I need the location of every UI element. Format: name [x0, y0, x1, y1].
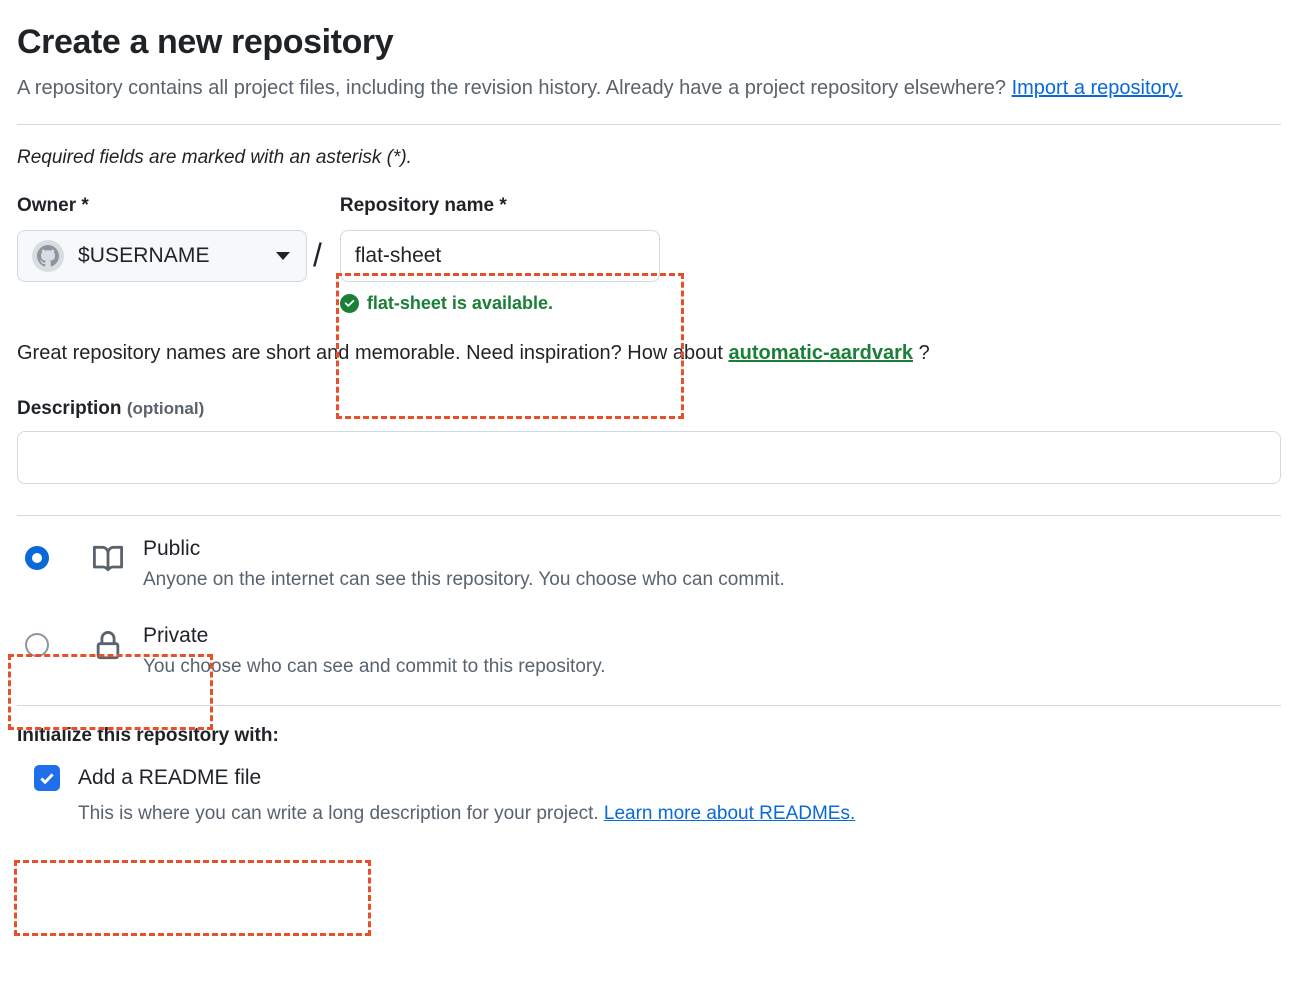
- owner-and-name-row: Owner * $USERNAME / Repository name * fl…: [17, 195, 1281, 314]
- divider-top: [17, 123, 1281, 125]
- availability-status: flat-sheet is available.: [339, 292, 658, 314]
- github-octocat-icon: [32, 239, 64, 272]
- inspiration-suffix: ?: [913, 341, 930, 364]
- repo-book-icon: [93, 544, 127, 579]
- learn-more-readmes-link[interactable]: Learn more about READMEs.: [603, 803, 856, 825]
- chevron-down-icon: [276, 251, 290, 260]
- checkbox-add-readme[interactable]: [34, 765, 60, 792]
- initialize-highlight: [14, 860, 371, 936]
- add-readme-row[interactable]: Add a README file: [17, 765, 1281, 792]
- radio-private[interactable]: [25, 632, 49, 657]
- repository-name-label: Repository name *: [339, 194, 507, 216]
- add-readme-description: This is where you can write a long descr…: [78, 803, 1281, 825]
- visibility-private-text: Private You choose who can see and commi…: [143, 623, 606, 680]
- visibility-private-description: You choose who can see and commit to thi…: [143, 655, 606, 677]
- repository-name-field-group: Repository name * flat-sheet is availabl…: [328, 194, 660, 314]
- add-readme-label: Add a README file: [78, 766, 262, 790]
- divider-bottom: [17, 705, 1281, 707]
- owner-name-separator: /: [313, 236, 322, 273]
- owner-dropdown-button[interactable]: $USERNAME: [17, 229, 307, 282]
- visibility-private-title: Private: [143, 623, 209, 647]
- name-inspiration-text: Great repository names are short and mem…: [17, 342, 1281, 365]
- repository-name-input[interactable]: [339, 229, 660, 282]
- divider-middle: [17, 514, 1281, 516]
- intro-text: A repository contains all project files,…: [17, 76, 1012, 99]
- description-label: Description (optional): [17, 398, 1281, 420]
- visibility-public-description: Anyone on the internet can see this repo…: [143, 568, 785, 590]
- visibility-option-private[interactable]: Private You choose who can see and commi…: [17, 617, 1281, 686]
- availability-text: flat-sheet is available.: [366, 292, 553, 313]
- description-input[interactable]: [17, 430, 1281, 484]
- import-repository-link[interactable]: Import a repository.: [1011, 76, 1183, 99]
- radio-public[interactable]: [25, 545, 49, 570]
- page-intro: A repository contains all project files,…: [17, 73, 1207, 104]
- visibility-public-text: Public Anyone on the internet can see th…: [143, 536, 785, 593]
- visibility-option-public[interactable]: Public Anyone on the internet can see th…: [17, 530, 1281, 599]
- inspiration-prefix: Great repository names are short and mem…: [17, 341, 729, 364]
- suggested-name-link[interactable]: automatic-aardvark: [728, 341, 914, 364]
- visibility-public-title: Public: [143, 536, 201, 560]
- check-circle-icon: [339, 293, 359, 313]
- owner-label: Owner *: [17, 194, 89, 216]
- create-repository-page: Create a new repository A repository con…: [0, 22, 1298, 994]
- description-label-text: Description: [17, 397, 122, 419]
- description-optional-tag: (optional): [126, 398, 205, 418]
- checkmark-icon: [40, 773, 54, 785]
- page-title: Create a new repository: [17, 23, 394, 61]
- required-fields-note: Required fields are marked with an aster…: [17, 146, 412, 168]
- initialize-section: Initialize this repository with: Add a R…: [17, 725, 1281, 825]
- initialize-title: Initialize this repository with:: [17, 725, 279, 747]
- owner-field-group: Owner * $USERNAME: [17, 195, 307, 282]
- add-readme-description-text: This is where you can write a long descr…: [78, 803, 604, 825]
- visibility-options-group: Public Anyone on the internet can see th…: [17, 530, 1281, 686]
- owner-name-value: $USERNAME: [78, 243, 210, 267]
- lock-icon: [93, 630, 127, 666]
